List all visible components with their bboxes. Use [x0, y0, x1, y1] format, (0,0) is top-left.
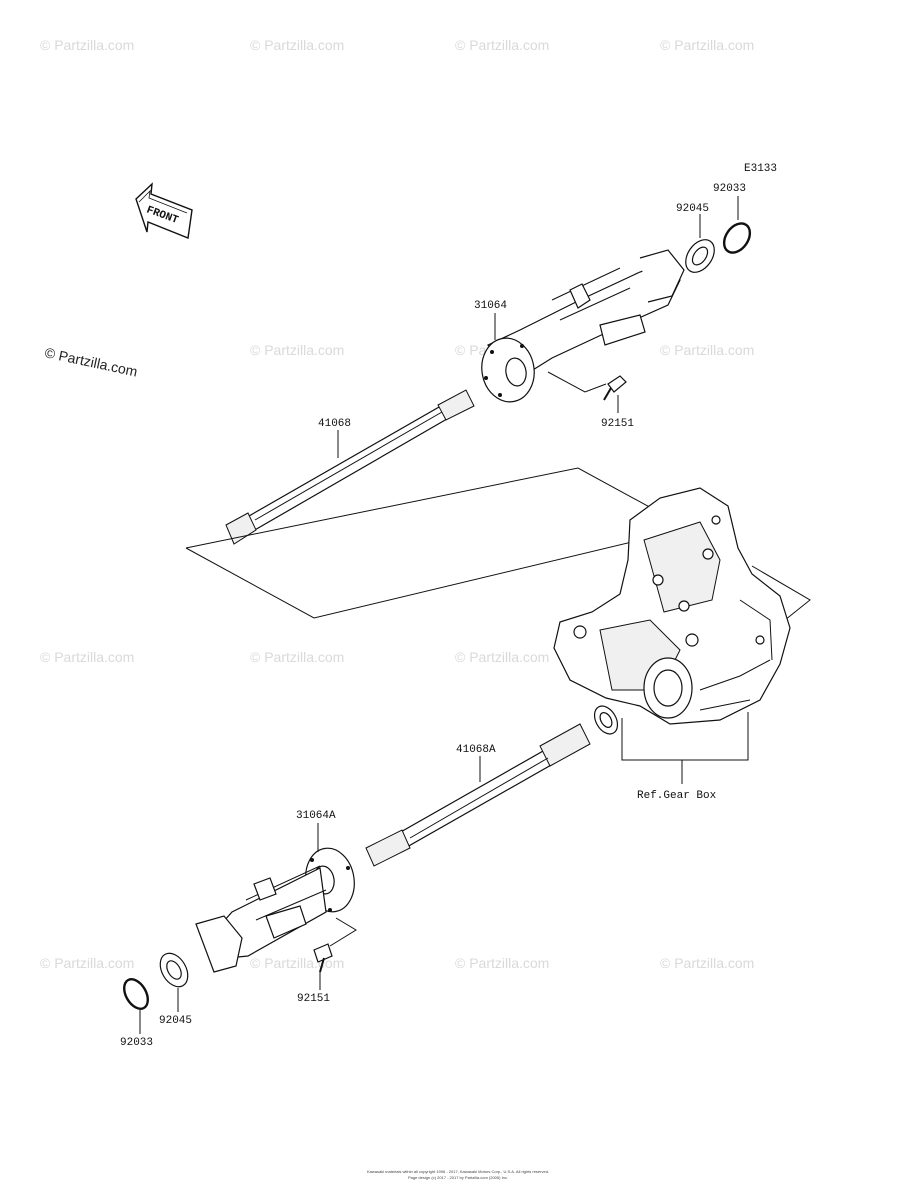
- watermark: © Partzilla.com: [660, 37, 754, 53]
- watermark: © Partzilla.com: [250, 649, 344, 665]
- watermark-dark: © Partzilla.com: [43, 344, 139, 379]
- snap-ring-bottom: [123, 978, 149, 1010]
- part-label-92045-top: 92045: [676, 203, 709, 215]
- part-label-41068a: 41068A: [456, 744, 496, 756]
- watermark: © Partzilla.com: [250, 342, 344, 358]
- part-label-41068: 41068: [318, 418, 351, 430]
- gearbox-seal: [593, 705, 619, 735]
- copyright-footer: Kawasaki materials within all copyright …: [367, 1169, 549, 1174]
- watermark: © Partzilla.com: [40, 37, 134, 53]
- part-label-92045-bottom: 92045: [159, 1015, 192, 1027]
- gear-box: [553, 487, 791, 725]
- oil-seal-bottom: [159, 952, 189, 988]
- watermark: © Partzilla.com: [660, 342, 754, 358]
- watermark: © Partzilla.com: [40, 955, 134, 971]
- part-label-31064-top: 31064: [474, 300, 507, 312]
- axle-housing-top: [481, 249, 685, 403]
- ref-gear-box-label: Ref.Gear Box: [637, 790, 717, 802]
- part-label-92151-top: 92151: [601, 418, 634, 430]
- part-label-92033-bottom: 92033: [120, 1037, 153, 1049]
- watermark: © Partzilla.com: [660, 955, 754, 971]
- drive-shaft-top: [225, 389, 475, 545]
- part-label-92033-top: 92033: [713, 183, 746, 195]
- bolt-bottom: [313, 917, 357, 973]
- watermark: © Partzilla.com: [455, 37, 549, 53]
- bolt-top: [547, 371, 627, 401]
- watermark: © Partzilla.com: [40, 649, 134, 665]
- copyright-footer-2: Page design (c) 2017 - 2017 by Partzilla…: [408, 1175, 508, 1180]
- watermark: © Partzilla.com: [455, 955, 549, 971]
- part-label-92151-bottom: 92151: [297, 993, 330, 1005]
- watermark-grid: © Partzilla.com © Partzilla.com © Partzi…: [40, 37, 754, 971]
- diagram-code: E3133: [744, 163, 777, 175]
- watermark: © Partzilla.com: [455, 649, 549, 665]
- part-label-31064a: 31064A: [296, 810, 336, 822]
- axle-housing-bottom: [195, 847, 355, 973]
- drive-shaft-bottom: [365, 723, 591, 867]
- watermark: © Partzilla.com: [250, 37, 344, 53]
- oil-seal-top: [685, 239, 715, 273]
- snap-ring-top: [722, 222, 752, 254]
- front-arrow-icon: FRONT: [135, 182, 193, 239]
